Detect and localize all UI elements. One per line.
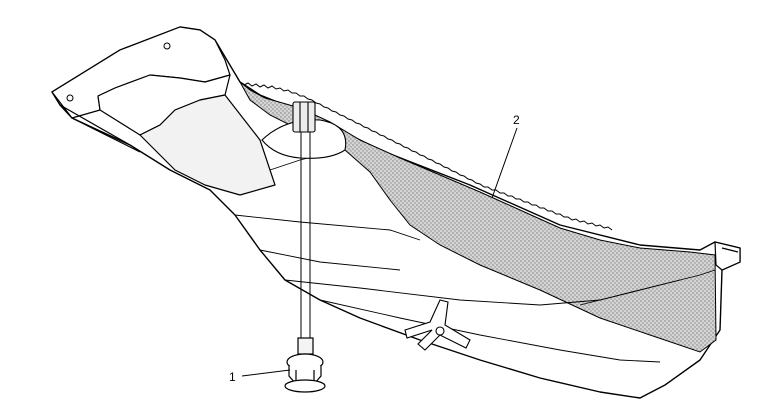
- star-clip: [404, 299, 471, 351]
- callout-2: 2: [491, 113, 520, 199]
- flange-holes: [66, 42, 171, 102]
- exploded-guide-lines: [300, 132, 311, 338]
- pad-edge: [239, 81, 613, 231]
- callout-2-label: 2: [513, 113, 520, 127]
- mounting-boss: [261, 101, 347, 159]
- front-flange: [51, 26, 276, 196]
- fastener-bolt: [284, 337, 326, 393]
- callout-1: 1: [229, 369, 291, 384]
- rear-bracket: [714, 241, 741, 271]
- callout-1-label: 1: [229, 370, 236, 384]
- panel-detail-lines: [234, 149, 716, 363]
